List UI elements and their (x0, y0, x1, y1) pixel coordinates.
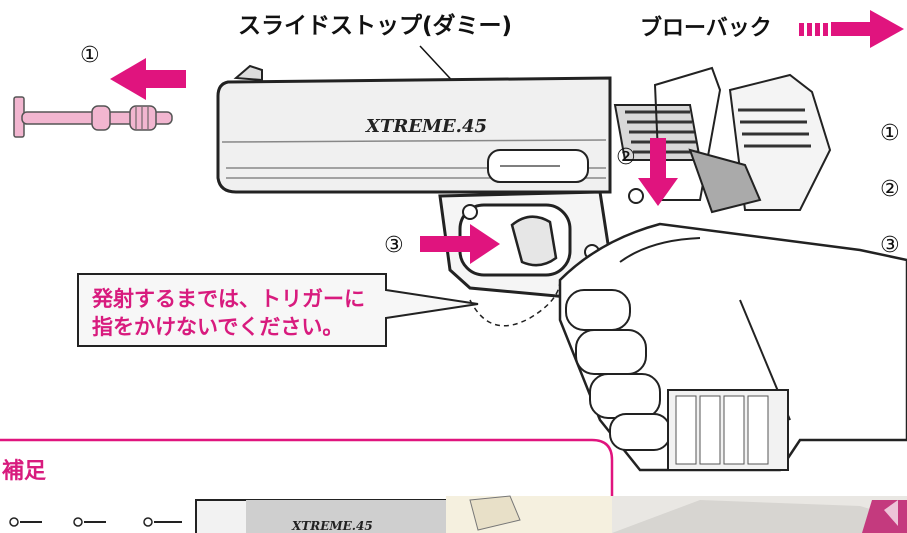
supplement-brand-text: XTREME.45 (291, 519, 373, 533)
slide-push-arrow (638, 138, 678, 206)
finger-dashed-outline (469, 279, 561, 327)
photo-corner (612, 496, 907, 533)
step-1-left-number: ① (80, 43, 100, 68)
warning-line-1: 発射するまでは、トリガーに (91, 287, 365, 311)
slide-stop-label: スライドストップ(ダミー) (238, 12, 512, 39)
supplement-pistol-slide (195, 495, 612, 533)
step-3-number: ③ (384, 233, 404, 258)
warning-callout (77, 273, 479, 347)
step-2-right-number: ② (880, 177, 900, 202)
warning-line-2: 指をかけないでください。 (92, 315, 343, 339)
pin-part (13, 96, 173, 138)
pin-pull-arrow (110, 58, 186, 100)
step-2-number: ② (616, 145, 636, 170)
trigger-arrow (420, 224, 500, 264)
slide-brand-text: XTREME.45 (365, 116, 487, 137)
blowback-label: ブローバック (640, 15, 772, 41)
trigger (510, 215, 558, 267)
step-3-right-number: ③ (880, 233, 900, 258)
supplement-panel-border (0, 438, 614, 533)
supplement-title: 補足 (1, 458, 46, 484)
blowback-arrow (799, 10, 904, 48)
hand-holding-grip (558, 222, 907, 472)
supplement-parts-icons (9, 517, 182, 527)
step-1-right-number: ① (880, 121, 900, 146)
slide-serrations (613, 66, 832, 214)
pistol-slide (216, 64, 612, 194)
